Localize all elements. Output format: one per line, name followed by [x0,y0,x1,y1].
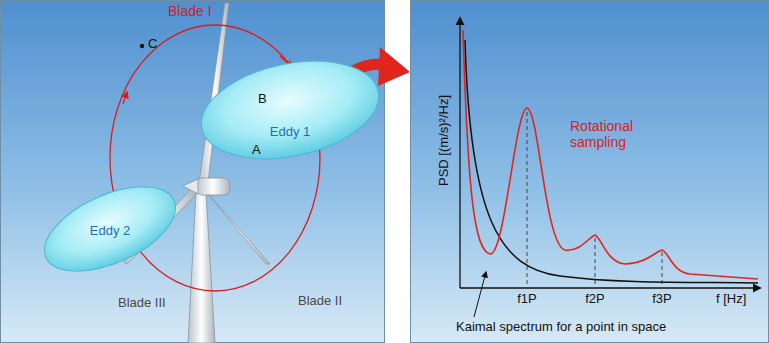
right-panel [411,1,769,343]
eddy-outline [192,46,387,173]
peak-line [527,112,528,287]
x-axis [460,287,760,288]
point-c [140,44,144,48]
curve-label: Kaimal spectrum for a point in space [456,320,666,335]
hub [183,179,198,194]
rotation-arrow [123,92,127,104]
blade-label: Blade II [298,294,342,309]
nacelle [196,178,230,195]
blade-label: Blade I [168,3,212,19]
eddy-label: Eddy 1 [270,124,310,139]
eddy-label: Eddy 2 [90,223,130,238]
eddy-ellipse: Eddy 1 [198,62,382,158]
frequency-label: f1P [517,292,537,307]
leader-line [474,272,486,317]
frequency-label: f2P [585,292,605,307]
y-axis [459,18,460,288]
eddy-shape [198,62,382,158]
point-label: C [148,37,157,52]
axis-title: PSD [(m/s)²/Hz] [437,95,452,186]
transfer-arrow-head [378,47,410,86]
rotational-curve [463,30,758,279]
tower [188,192,215,343]
frequency-label: f3P [652,292,672,307]
left-panel [1,1,385,343]
point-label: A [252,143,261,158]
eddy-ellipse: Eddy 2 [38,193,182,265]
blade-label: Blade III [118,296,166,311]
curve-label: Rotational sampling [570,118,660,150]
point-label: B [258,92,267,107]
blade-two [203,188,270,264]
kaimal-curve [465,40,758,283]
axis-title: f [Hz] [716,292,746,307]
eddy-outline [32,169,188,288]
